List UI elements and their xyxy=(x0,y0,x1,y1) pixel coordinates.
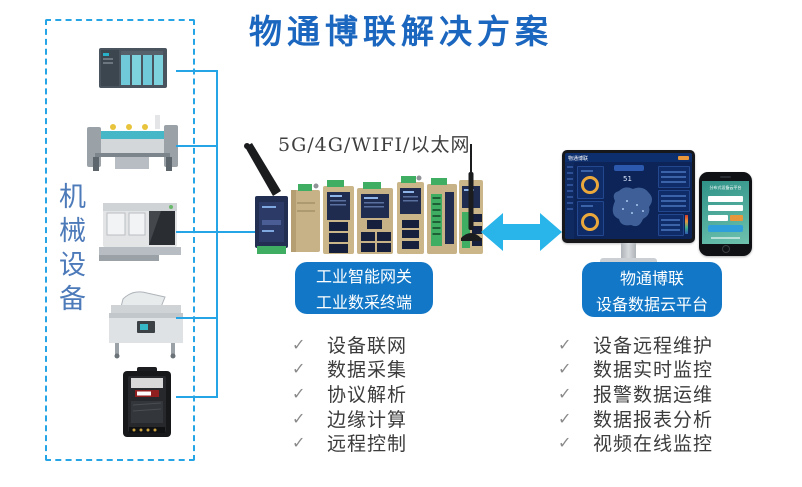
gateway-caption: 工业智能网关 工业数采终端 xyxy=(295,262,433,314)
check-icon: ✓ xyxy=(292,408,306,428)
monitor-bezel: 物通博联 51 xyxy=(562,150,695,243)
dashboard-panel-donut2 xyxy=(577,201,604,236)
bus-stub-meter xyxy=(176,396,218,398)
feature-item: ✓ 远程控制 xyxy=(292,433,408,456)
bidirectional-arrow-icon xyxy=(481,213,562,251)
phone-app-title: 分布式设备云平台 xyxy=(709,185,742,190)
page-title: 物通博联解决方案 xyxy=(249,12,553,51)
plc-controller-icon xyxy=(99,48,167,88)
machines-group-box xyxy=(45,19,195,461)
check-icon: ✓ xyxy=(292,359,306,379)
phone-speaker xyxy=(720,176,731,178)
monitor-stand-base xyxy=(600,258,657,264)
feature-item: ✓ 边缘计算 xyxy=(292,408,408,431)
phone-captcha-field xyxy=(708,215,728,221)
gateway-caption-line1: 工业智能网关 xyxy=(315,267,412,286)
feature-item: ✓ 数据报表分析 xyxy=(558,408,714,431)
bus-to-gateway-line xyxy=(216,231,257,233)
phone-footer-text xyxy=(711,237,740,239)
gateway-feature-list: ✓ 设备联网 ✓ 数据采集 ✓ 协议解析 ✓ 边缘计算 ✓ 远程控制 xyxy=(292,332,407,455)
dashboard-screen: 物通博联 51 xyxy=(565,153,692,239)
dashboard-panel-right2 xyxy=(658,190,690,212)
phone-login-button xyxy=(708,225,743,232)
industrial-gateways-image xyxy=(244,143,483,254)
bus-line-vertical xyxy=(216,70,218,398)
feature-item: ✓ 设备远程维护 xyxy=(558,334,714,357)
feature-item: ✓ 数据采集 xyxy=(292,359,408,382)
machines-vertical-label: 机械设备 xyxy=(54,182,85,318)
cloud-caption-line2: 设备数据云平台 xyxy=(595,294,708,314)
feature-item: ✓ 视频在线监控 xyxy=(558,433,714,456)
dashboard-map-stat: 51 xyxy=(623,175,632,183)
phone-password-field xyxy=(708,205,743,211)
dashboard-panel-donut1 xyxy=(577,166,604,199)
dashboard-center-tab xyxy=(614,165,644,171)
check-icon: ✓ xyxy=(558,359,572,379)
check-icon: ✓ xyxy=(292,334,306,354)
weaving-machine-icon xyxy=(87,115,178,171)
dashboard-topbar-button xyxy=(678,155,689,160)
vacuum-packing-machine-icon xyxy=(109,291,183,359)
check-icon: ✓ xyxy=(292,433,306,453)
cloud-caption-line1: 物通博联 xyxy=(619,268,684,288)
check-icon: ✓ xyxy=(558,433,572,453)
phone-captcha-image xyxy=(730,215,743,221)
cloud-caption: 物通博联 设备数据云平台 xyxy=(582,262,722,317)
dashboard-topbar: 物通博联 xyxy=(565,153,692,162)
feature-item: ✓ 数据实时监控 xyxy=(558,359,714,382)
cnc-machine-icon xyxy=(99,203,181,261)
bus-stub-loom xyxy=(176,145,218,147)
check-icon: ✓ xyxy=(558,383,572,403)
phone-home-button xyxy=(722,245,730,253)
dashboard-panel-right1 xyxy=(658,166,690,188)
bus-stub-plc xyxy=(176,70,218,72)
feature-item: ✓ 设备联网 xyxy=(292,334,408,357)
check-icon: ✓ xyxy=(292,383,306,403)
cloud-feature-list: ✓ 设备远程维护 ✓ 数据实时监控 ✓ 报警数据运维 ✓ 数据报表分析 ✓ 视频… xyxy=(558,332,713,455)
phone-login-screen: 分布式设备云平台 xyxy=(702,181,749,244)
gateway-caption-line2: 工业数采终端 xyxy=(315,293,412,312)
dashboard-sidebar xyxy=(565,162,574,239)
cloud-platform-monitor: 物通博联 51 xyxy=(562,150,695,270)
check-icon: ✓ xyxy=(558,408,572,428)
bus-stub-packer xyxy=(176,317,218,319)
cloud-platform-phone: 分布式设备云平台 xyxy=(699,172,752,256)
network-types-label: 5G/4G/WIFI/以太网 xyxy=(278,134,471,156)
phone-username-field xyxy=(708,196,743,202)
monitor-stand-neck xyxy=(621,243,636,258)
bus-stub-cnc xyxy=(176,231,218,233)
feature-item: ✓ 报警数据运维 xyxy=(558,383,714,406)
electric-meter-icon xyxy=(123,367,171,437)
dashboard-color-scale xyxy=(685,215,688,234)
dashboard-panel-right3 xyxy=(658,214,684,236)
feature-item: ✓ 协议解析 xyxy=(292,383,408,406)
check-icon: ✓ xyxy=(558,334,572,354)
dashboard-logo: 物通博联 xyxy=(568,156,589,162)
china-map-graphic xyxy=(612,187,652,227)
